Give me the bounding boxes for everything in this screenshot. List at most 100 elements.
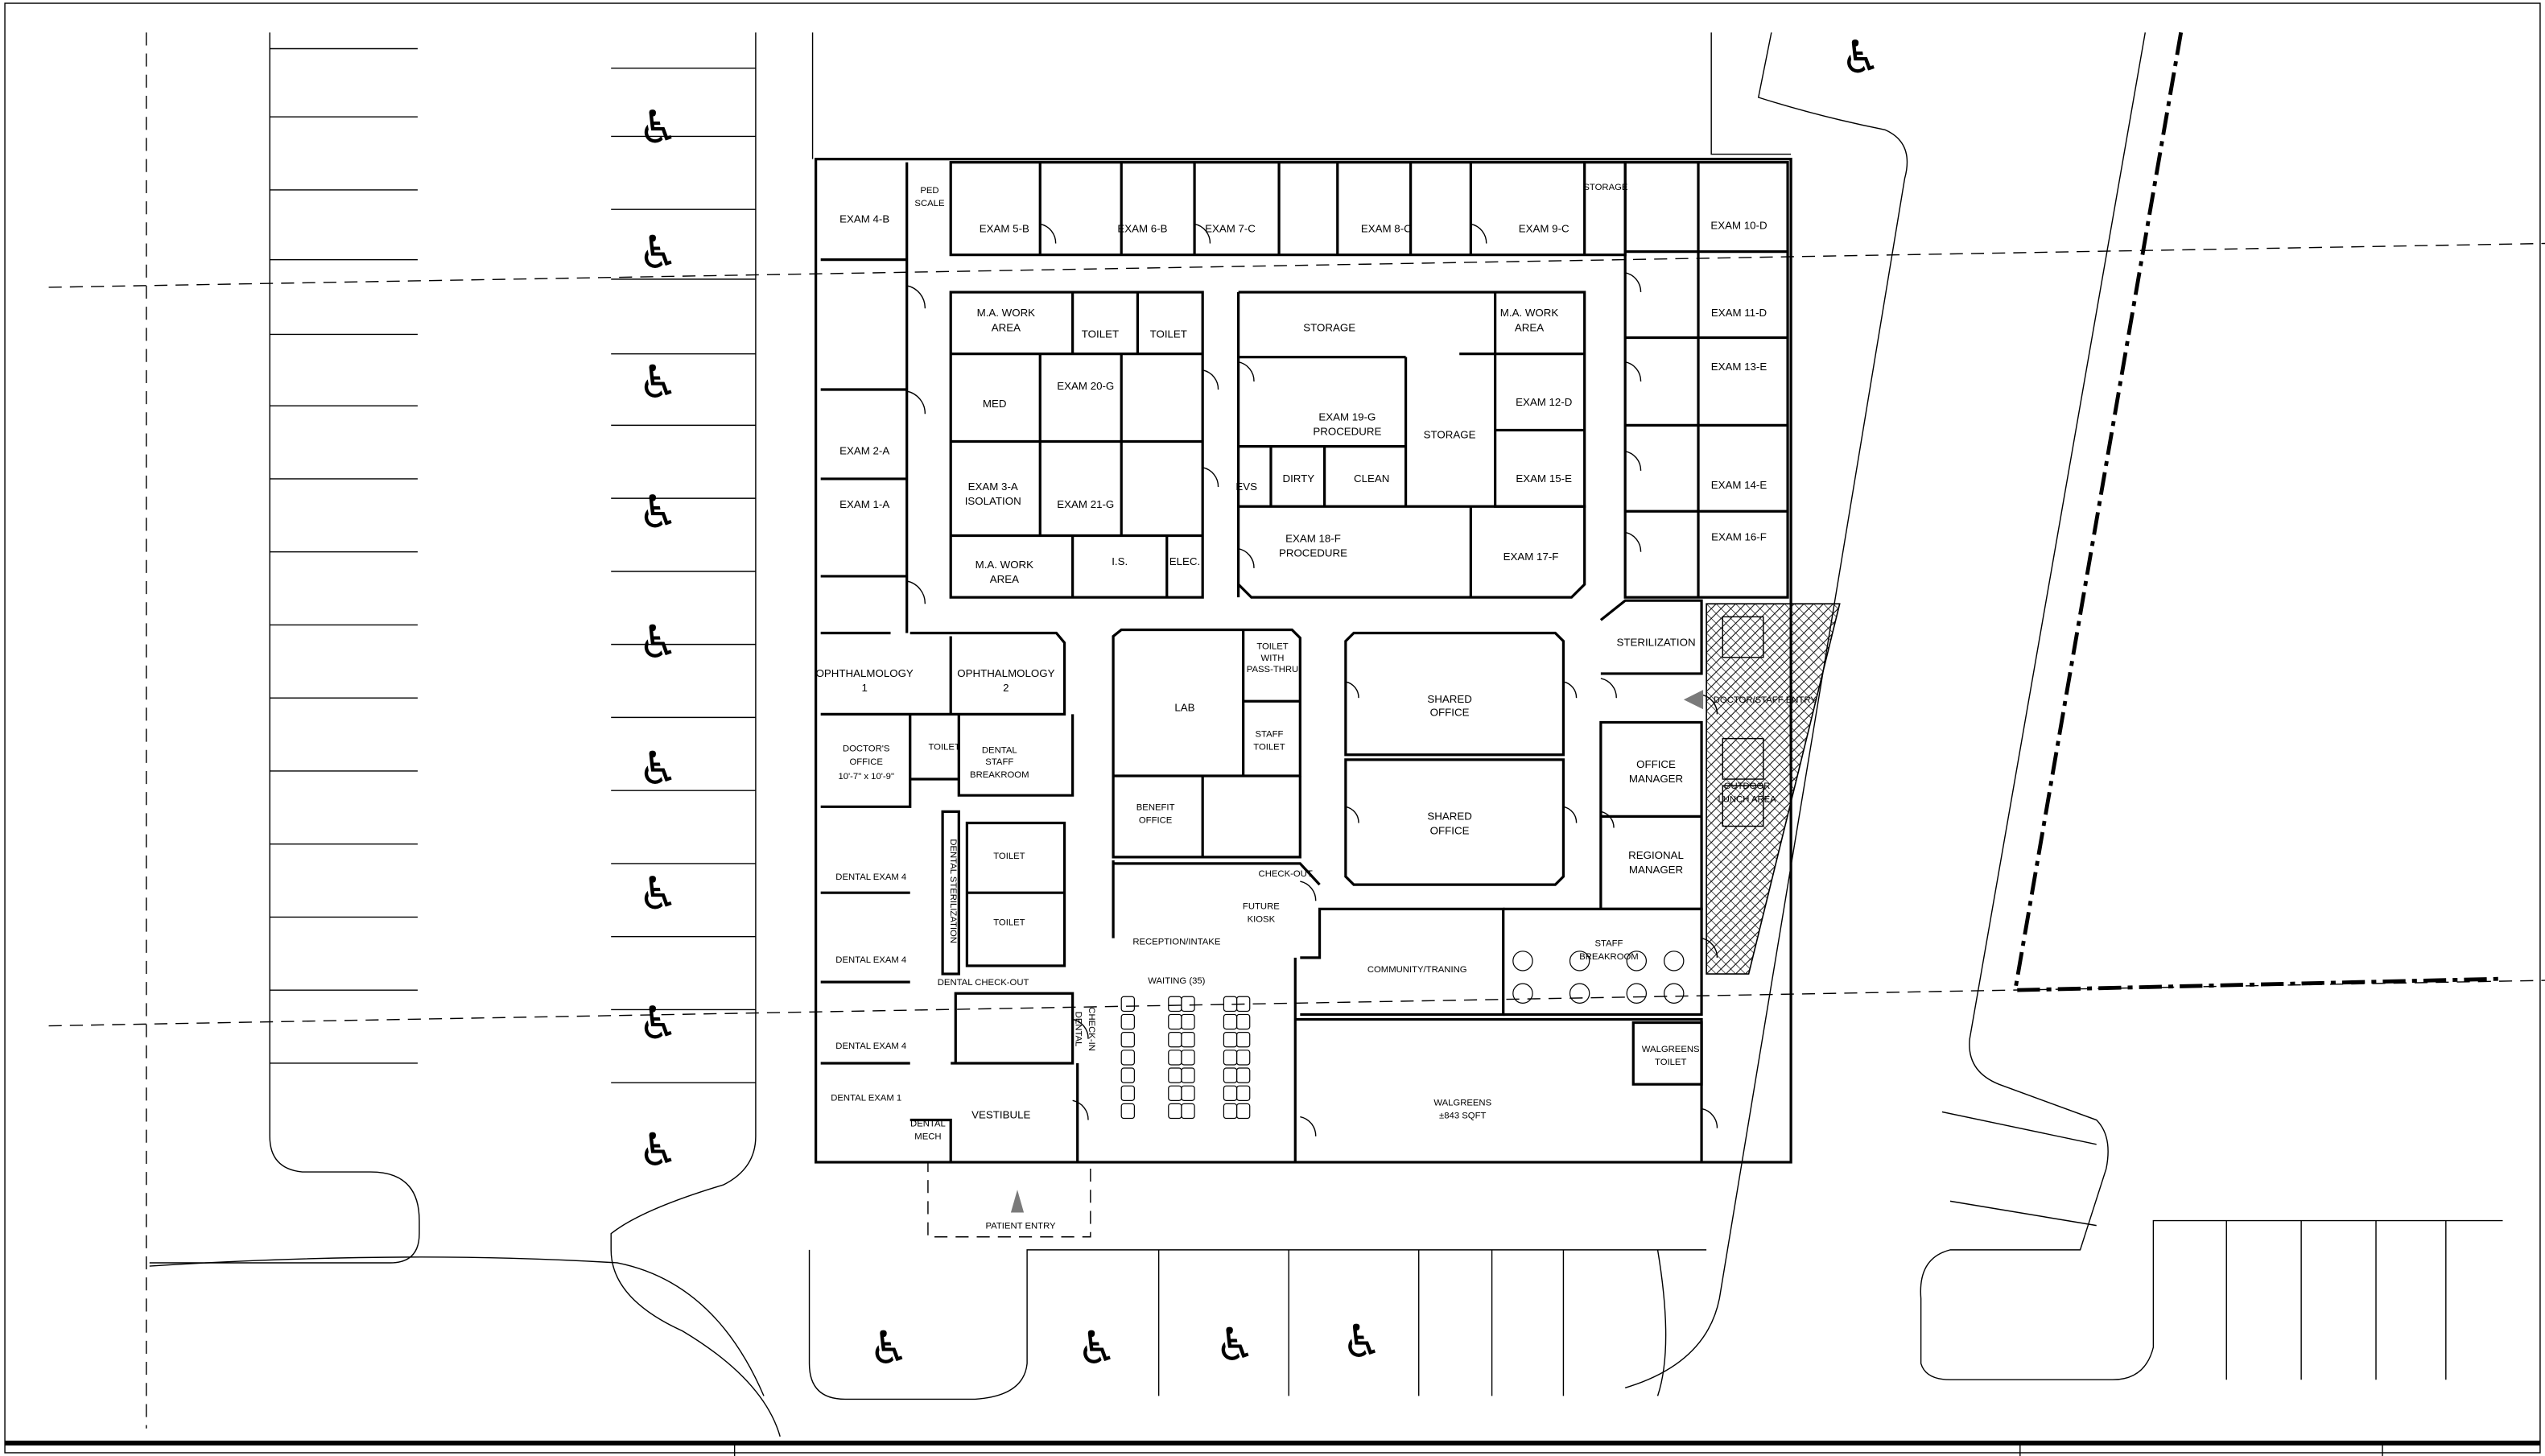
waiting-chair	[1181, 1050, 1195, 1066]
parking-lot-bottom	[149, 1249, 1707, 1400]
door-swing	[1563, 681, 1578, 699]
waiting-chair	[1181, 1085, 1195, 1101]
picnic-tables	[1722, 616, 1764, 827]
room-label-ophthalmology-2: 2	[1003, 682, 1009, 694]
breakroom-table	[1569, 951, 1590, 971]
door-swing	[1563, 806, 1578, 823]
room-label-ma-work-area: AREA	[1515, 321, 1544, 333]
waiting-chair	[1223, 1032, 1238, 1048]
room-label-doctors-office: OFFICE	[849, 757, 883, 767]
room-label-toilet: TOILET	[1150, 328, 1187, 340]
room-label-benefit-office: BENEFIT	[1136, 802, 1175, 812]
waiting-chair	[1120, 1103, 1135, 1120]
room-label-ma-work-area: AREA	[992, 321, 1021, 333]
reference-line-top	[48, 242, 2545, 288]
door-swing	[1202, 369, 1219, 390]
property-line-right	[2012, 31, 2503, 992]
door-swing	[1600, 810, 1615, 828]
room-label-dental-mech: DENTAL	[910, 1120, 946, 1129]
waiting-chair	[1168, 1032, 1182, 1048]
wheelchair-icon: ♿	[637, 227, 679, 279]
wheelchair-icon: ♿	[637, 998, 679, 1050]
door-swing	[1600, 678, 1617, 699]
door-swing	[1624, 361, 1642, 382]
room-label-is: I.S.	[1112, 555, 1128, 567]
room-label-dental-check-in: DENTAL	[1074, 1012, 1083, 1047]
door-swings	[906, 223, 1718, 1136]
room-label-staff-breakroom: BREAKROOM	[1579, 952, 1638, 962]
waiting-chair	[1168, 1085, 1182, 1101]
waiting-chair	[1223, 1085, 1238, 1101]
waiting-chair	[1168, 996, 1182, 1013]
room-label-walgreens: ±843 SQFT	[1439, 1112, 1486, 1121]
room-label-dental-mech: MECH	[914, 1132, 941, 1142]
room-label-exam-16f: EXAM 16-F	[1711, 531, 1767, 543]
room-label-dental-exam: DENTAL EXAM 4	[835, 872, 906, 882]
waiting-chair	[1235, 1032, 1251, 1048]
room-label-ped-scale: PED	[920, 186, 938, 196]
room-label-med: MED	[983, 398, 1007, 410]
wheelchair-icon: ♿	[637, 486, 679, 538]
waiting-chair	[1223, 1103, 1238, 1120]
label-outdoor-lunch-area: LUNCH AREA	[1718, 794, 1776, 804]
waiting-chair	[1181, 1103, 1195, 1120]
door-swing	[906, 285, 926, 309]
door-swing	[906, 390, 926, 415]
room-label-exam-20g: EXAM 20-G	[1057, 380, 1114, 392]
room-label-exam-6b: EXAM 6-B	[1117, 222, 1167, 234]
label-doctor-staff-entry: DOCTOR/STAFF ENTRY	[1714, 695, 1817, 705]
wheelchair-icon: ♿	[637, 617, 679, 669]
room-label-exam-2a: EXAM 2-A	[839, 445, 889, 457]
room-label-dental-staff-breakroom: BREAKROOM	[970, 770, 1029, 780]
room-label-toilet: TOILET	[928, 743, 959, 753]
room-label-doctors-office: 10'-7" x 10'-9"	[838, 772, 894, 782]
room-label-exam-19g: EXAM 19-G	[1318, 410, 1376, 423]
room-label-office-manager: OFFICE	[1636, 758, 1676, 770]
room-label-ophthalmology-1: OPHTHALMOLOGY	[816, 667, 914, 679]
room-label-staff-toilet: TOILET	[1253, 743, 1285, 753]
interior-walls	[820, 161, 1789, 1162]
door-swing	[1624, 450, 1642, 471]
room-label-toilet: TOILET	[1082, 328, 1119, 340]
room-label-walgreens: WALGREENS	[1433, 1098, 1491, 1107]
wheelchair-icon: ♿	[637, 743, 679, 795]
room-label-ophthalmology-1: 1	[861, 682, 867, 694]
waiting-chair	[1120, 1013, 1135, 1030]
staff-entry-arrow-icon	[1683, 690, 1704, 710]
room-label-regional-manager: REGIONAL	[1628, 849, 1684, 861]
door-swing	[1300, 1116, 1317, 1136]
door-swing	[1345, 806, 1359, 823]
waiting-chair	[1168, 1067, 1182, 1083]
room-label-exam-3a: EXAM 3-A	[968, 481, 1018, 493]
room-label-staff-toilet: STAFF	[1255, 730, 1283, 740]
room-label-check-out: CHECK-OUT	[1259, 869, 1313, 879]
label-patient-entry: PATIENT ENTRY	[985, 1222, 1056, 1231]
breakroom-table	[1569, 983, 1590, 1004]
waiting-chair	[1235, 1103, 1251, 1120]
room-label-storage: STORAGE	[1424, 429, 1476, 441]
door-swing	[1300, 881, 1317, 901]
waiting-chair	[1235, 1050, 1251, 1066]
room-label-dental-staff-breakroom: STAFF	[985, 757, 1013, 767]
wheelchair-icon: ♿	[637, 1124, 679, 1177]
patient-entry-arrow-icon	[1010, 1190, 1025, 1213]
breakroom-table	[1664, 951, 1685, 971]
room-label-community-training: COMMUNITY/TRANING	[1367, 965, 1467, 975]
wheelchair-icon: ♿	[1215, 1319, 1256, 1371]
parking-lot-right	[1624, 32, 2503, 1388]
waiting-chair	[1168, 1050, 1182, 1066]
wheelchair-icon: ♿	[637, 102, 679, 155]
room-label-exam-19g: PROCEDURE	[1313, 425, 1381, 437]
room-label-vestibule: VESTIBULE	[971, 1109, 1030, 1121]
room-label-exam-7c: EXAM 7-C	[1205, 222, 1256, 234]
waiting-chair	[1223, 1013, 1238, 1030]
room-label-exam-11d: EXAM 11-D	[1711, 307, 1767, 319]
waiting-chair	[1120, 1050, 1135, 1066]
room-label-regional-manager: MANAGER	[1629, 864, 1683, 876]
room-label-exam-18f: PROCEDURE	[1279, 547, 1347, 559]
waiting-chairs	[1120, 996, 1251, 1120]
building-outline	[815, 158, 1792, 1164]
wheelchair-icon: ♿	[1841, 32, 1882, 85]
room-label-exam-18f: EXAM 18-F	[1285, 533, 1341, 545]
